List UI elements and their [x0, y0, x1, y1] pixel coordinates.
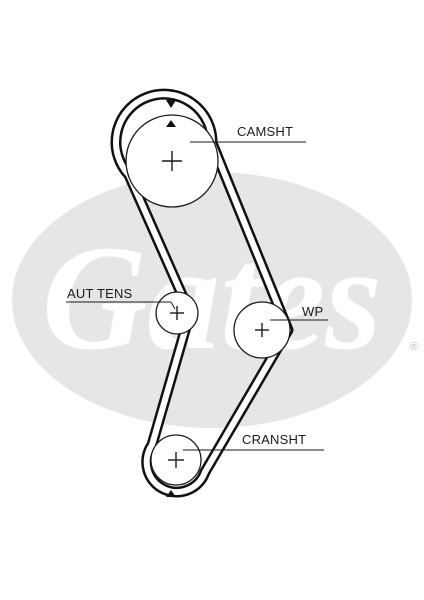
belt-inner-line — [113, 91, 291, 495]
brand-watermark: Gates ® — [12, 172, 418, 428]
top-timing-mark-up-arrow — [166, 120, 176, 127]
camshaft-pulley — [125, 114, 219, 208]
timing-marks — [166, 100, 176, 497]
bottom-timing-mark-up-arrow — [166, 490, 176, 497]
labels: CAMSHT AUT TENS WP CRANSHT — [67, 124, 323, 447]
timing-belt — [110, 88, 294, 498]
water-pump-label: WP — [302, 304, 323, 319]
tensioner-label: AUT TENS — [67, 286, 133, 301]
water-pump-pulley — [233, 301, 291, 359]
registered-mark: ® — [410, 341, 418, 353]
tensioner-pulley — [155, 291, 199, 335]
logo-ellipse — [12, 172, 412, 428]
tensioner-leader-drop — [170, 301, 176, 310]
camshaft-label: CAMSHT — [237, 124, 293, 139]
leader-lines — [66, 141, 328, 451]
top-timing-mark-down-arrow — [166, 100, 176, 108]
logo-text: Gates — [42, 215, 382, 381]
crankshaft-label: CRANSHT — [242, 432, 306, 447]
crankshaft-pulley — [150, 434, 202, 486]
